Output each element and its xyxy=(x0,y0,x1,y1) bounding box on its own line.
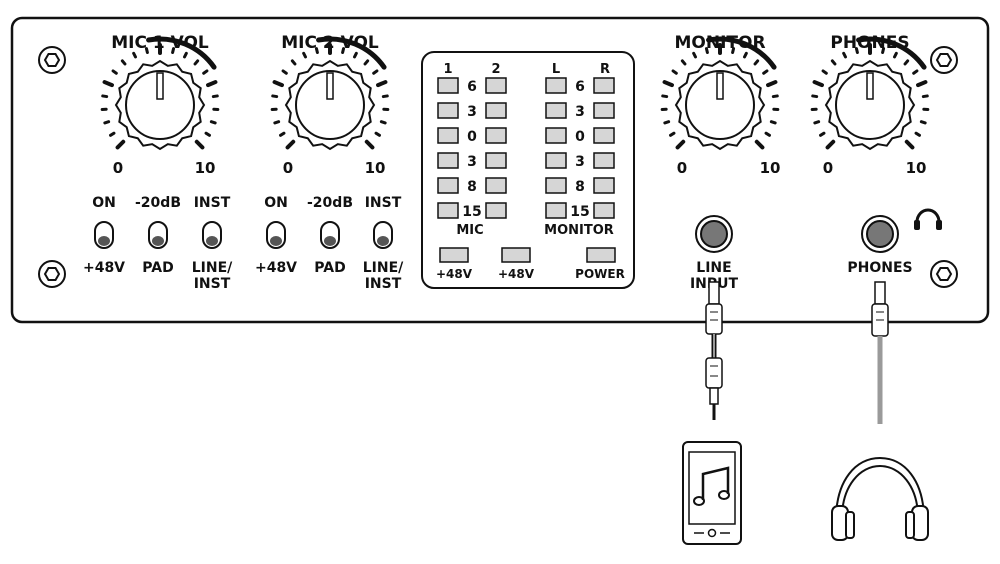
switch-top-label: ON xyxy=(92,195,116,211)
mic1-inst-switch[interactable]: INST LINE/INST xyxy=(192,195,233,292)
headphones-device-icon xyxy=(831,456,929,541)
monitor-channel-r-label: R xyxy=(600,62,610,77)
meter-level-label: 0 xyxy=(575,129,585,145)
switch-bottom-label: LINE/INST xyxy=(192,260,233,292)
switch-bottom-label: +48V xyxy=(83,260,125,276)
headphone-icon xyxy=(914,208,942,230)
phone-device-icon xyxy=(682,441,742,545)
switch-top-label: -20dB xyxy=(307,195,353,211)
monitor-knob[interactable] xyxy=(660,36,780,151)
switch-bottom-label: LINE/INST xyxy=(363,260,404,292)
mic1-phantom-switch[interactable]: ON +48V xyxy=(83,195,125,276)
power-led xyxy=(586,247,616,263)
monitor-meter-label: MONITOR xyxy=(544,223,614,238)
mic2-pad-switch[interactable]: -20dB PAD xyxy=(307,195,353,276)
meter-led xyxy=(485,102,507,119)
meter-led xyxy=(545,127,567,144)
phantom-led-1 xyxy=(439,247,469,263)
meter-panel xyxy=(421,51,635,289)
meter-level-label: 15 xyxy=(462,204,481,220)
screw-icon xyxy=(930,46,958,74)
mic1-volume-knob[interactable] xyxy=(100,36,220,151)
mic1-volume-title: MIC 1 VOL xyxy=(111,33,209,53)
meter-level-label: 6 xyxy=(467,79,477,95)
meter-level-label: 8 xyxy=(575,179,585,195)
mic2-volume-max: 10 xyxy=(365,159,386,177)
phones-min: 0 xyxy=(823,159,833,177)
phones-knob[interactable] xyxy=(810,36,930,151)
switch-top-label: -20dB xyxy=(135,195,181,211)
switch-top-label: ON xyxy=(264,195,288,211)
phones-jack[interactable] xyxy=(861,215,899,253)
meter-led xyxy=(593,202,615,219)
mic1-pad-switch[interactable]: -20dB PAD xyxy=(135,195,181,276)
mic2-volume-min: 0 xyxy=(283,159,293,177)
phones-title: PHONES xyxy=(830,33,909,53)
meter-level-label: 3 xyxy=(467,104,477,120)
meter-led xyxy=(437,202,459,219)
monitor-title: MONITOR xyxy=(674,33,765,53)
meter-led xyxy=(593,102,615,119)
music-note-icon xyxy=(693,466,730,506)
phantom-led-2 xyxy=(501,247,531,263)
line-input-jack[interactable] xyxy=(695,215,733,253)
meter-led xyxy=(593,152,615,169)
meter-level-label: 6 xyxy=(575,79,585,95)
meter-led xyxy=(593,77,615,94)
switch-bottom-label: PAD xyxy=(314,260,345,276)
meter-led xyxy=(437,152,459,169)
monitor-min: 0 xyxy=(677,159,687,177)
meter-level-label: 8 xyxy=(467,179,477,195)
meter-led xyxy=(545,102,567,119)
meter-level-label: 0 xyxy=(467,129,477,145)
meter-led xyxy=(593,177,615,194)
meter-led xyxy=(545,152,567,169)
mic-channel-2-label: 2 xyxy=(491,62,500,77)
switch-top-label: INST xyxy=(194,195,231,211)
screw-icon xyxy=(930,260,958,288)
meter-led xyxy=(485,177,507,194)
meter-led xyxy=(485,202,507,219)
screw-icon xyxy=(38,260,66,288)
meter-led xyxy=(545,202,567,219)
meter-led xyxy=(437,102,459,119)
meter-led xyxy=(545,77,567,94)
mic-channel-1-label: 1 xyxy=(443,62,452,77)
phantom-led-2-label: +48V xyxy=(498,267,535,281)
meter-led xyxy=(485,127,507,144)
meter-level-label: 15 xyxy=(570,204,589,220)
meter-led xyxy=(437,127,459,144)
meter-led xyxy=(485,77,507,94)
mic1-volume-max: 10 xyxy=(195,159,216,177)
meter-level-label: 3 xyxy=(467,154,477,170)
switch-bottom-label: PAD xyxy=(142,260,173,276)
phones-cable xyxy=(871,281,889,424)
meter-level-label: 3 xyxy=(575,104,585,120)
meter-led xyxy=(593,127,615,144)
meter-rows: 6 6 3 3 0 0 3 3 8 8 15 15 xyxy=(437,77,615,220)
line-cable xyxy=(705,281,723,420)
meter-led xyxy=(545,177,567,194)
phones-jack-label: PHONES xyxy=(847,260,912,276)
switch-top-label: INST xyxy=(365,195,402,211)
mic2-inst-switch[interactable]: INST LINE/INST xyxy=(363,195,404,292)
meter-led xyxy=(437,77,459,94)
meter-led xyxy=(485,152,507,169)
monitor-max: 10 xyxy=(760,159,781,177)
switch-bottom-label: +48V xyxy=(255,260,297,276)
meter-led xyxy=(437,177,459,194)
meter-level-label: 3 xyxy=(575,154,585,170)
mic2-phantom-switch[interactable]: ON +48V xyxy=(255,195,297,276)
mic1-volume-min: 0 xyxy=(113,159,123,177)
mic2-volume-knob[interactable] xyxy=(270,36,390,151)
mic2-volume-title: MIC 2 VOL xyxy=(281,33,379,53)
phantom-led-1-label: +48V xyxy=(436,267,473,281)
monitor-channel-l-label: L xyxy=(552,62,560,77)
screw-icon xyxy=(38,46,66,74)
phones-max: 10 xyxy=(906,159,927,177)
power-led-label: POWER xyxy=(575,267,625,281)
mic-meter-label: MIC xyxy=(456,223,483,238)
